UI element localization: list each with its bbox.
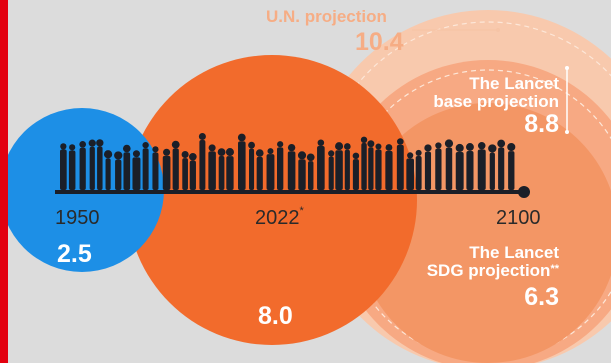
person-silhouette <box>96 139 104 190</box>
people-silhouettes-icon <box>60 132 516 190</box>
lancet-base-label: The Lancet base projection <box>433 75 559 111</box>
person-silhouette <box>152 146 159 190</box>
un-leader-dot <box>496 28 500 32</box>
year-1950: 1950 <box>55 207 100 229</box>
person-silhouette <box>255 149 264 190</box>
person-silhouette <box>60 143 67 190</box>
lancet-sdg-label: The Lancet SDG projection** <box>427 244 559 280</box>
person-silhouette <box>367 140 375 190</box>
lancet-sdg-label-line2-wrap: SDG projection** <box>427 262 559 280</box>
person-silhouette <box>122 144 131 190</box>
person-silhouette <box>162 148 171 190</box>
un-projection-value: 10.4 <box>355 28 404 56</box>
person-silhouette <box>297 151 307 190</box>
person-silhouette <box>266 148 275 190</box>
lancet-base-label-line1: The Lancet <box>469 74 559 93</box>
year-2022-footnote-mark: * <box>299 205 304 217</box>
lancet-sdg-label-line2: SDG projection <box>426 261 551 280</box>
person-silhouette <box>198 132 206 190</box>
person-silhouette <box>79 141 87 190</box>
year-2022: 2022* <box>255 205 304 230</box>
person-silhouette <box>248 141 255 190</box>
person-silhouette <box>114 151 123 190</box>
person-silhouette <box>88 139 96 190</box>
person-silhouette <box>317 139 325 190</box>
person-silhouette <box>424 144 432 190</box>
person-silhouette <box>352 152 360 190</box>
person-silhouette <box>415 149 422 190</box>
person-silhouette <box>477 142 486 190</box>
person-silhouette <box>406 152 414 190</box>
person-silhouette <box>497 139 506 190</box>
person-silhouette <box>328 150 335 190</box>
person-silhouette <box>287 143 296 190</box>
year-2022-text: 2022 <box>255 207 300 229</box>
un-projection-label: U.N. projection <box>266 7 387 26</box>
person-silhouette <box>466 143 474 190</box>
lancet-sdg-value: 6.3 <box>524 283 559 311</box>
value-1950: 2.5 <box>57 240 92 268</box>
person-silhouette <box>396 138 404 190</box>
person-silhouette <box>103 150 113 190</box>
person-silhouette <box>68 144 76 190</box>
person-silhouette <box>217 148 226 190</box>
person-silhouette <box>507 142 516 190</box>
lancet-sdg-footnote-mark: ** <box>550 263 559 275</box>
person-silhouette <box>375 143 382 190</box>
person-silhouette <box>225 148 234 190</box>
person-silhouette <box>277 141 284 190</box>
person-silhouette <box>306 153 315 190</box>
person-silhouette <box>385 144 393 190</box>
lancet-base-leader-dot <box>565 66 569 70</box>
person-silhouette <box>208 144 216 190</box>
person-silhouette <box>435 142 442 190</box>
person-silhouette <box>189 152 197 190</box>
timeline-end-dot <box>518 186 530 198</box>
person-silhouette <box>237 133 246 190</box>
person-silhouette <box>488 144 497 190</box>
left-accent-bar <box>0 0 8 363</box>
person-silhouette <box>455 143 464 190</box>
person-silhouette <box>132 150 141 190</box>
person-silhouette <box>360 136 368 190</box>
person-silhouette <box>171 140 180 190</box>
person-silhouette <box>343 143 351 190</box>
lancet-base-value: 8.8 <box>524 110 559 138</box>
person-silhouette <box>181 151 189 190</box>
person-silhouette <box>444 139 454 190</box>
lancet-base-leader-dot-bottom <box>565 130 569 134</box>
lancet-sdg-label-line1: The Lancet <box>469 243 559 262</box>
person-silhouette <box>142 141 149 190</box>
year-2100: 2100 <box>496 207 541 229</box>
person-silhouette <box>335 142 344 190</box>
lancet-base-label-line2: base projection <box>433 92 559 111</box>
value-2022: 8.0 <box>258 302 293 330</box>
circle-2022 <box>127 55 417 345</box>
